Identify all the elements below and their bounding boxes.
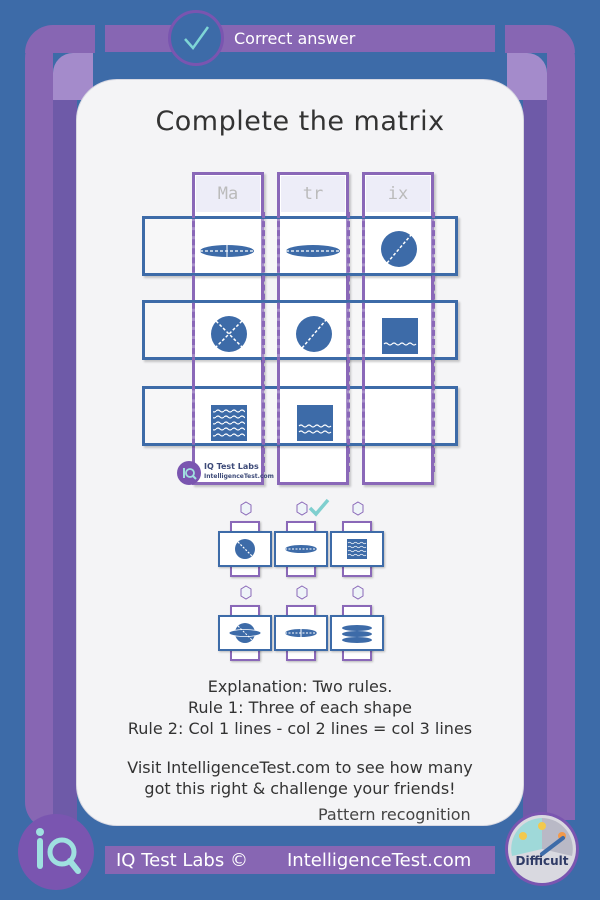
correct-check-icon [308,498,330,517]
option-a-shape [235,539,255,559]
frame-bar-left [25,30,53,830]
visit-line-2: got this right & challenge your friends! [144,779,456,798]
cell-r3c1-square-waves [211,405,247,441]
option-a-label: A [243,505,249,513]
difficulty-label: Difficult [515,854,569,868]
frame-bar-left-inner [53,100,77,820]
column-header-2: tr [302,184,324,204]
frame-corner-tl [25,25,95,53]
checkmark-icon [184,26,210,51]
option-b-shape [285,545,317,553]
visit-line-1: Visit IntelligenceTest.com to see how ma… [127,758,473,777]
iq-logo [18,814,94,890]
column-divider [262,212,265,472]
column-divider [432,212,435,472]
option-c-shape [347,539,367,559]
frame-corner-tr [505,25,575,53]
page-title: Complete the matrix [155,106,445,137]
frame-corner-tl-inner [53,53,93,100]
cell-r2c2-circle-diagonal [296,316,332,352]
cell-r2c1-circle-cross [211,316,247,352]
footer-brand: IQ Test Labs © [116,850,248,871]
column-header-3: ix [387,184,409,204]
option-f[interactable] [330,605,384,661]
option-e[interactable] [274,605,328,661]
option-b[interactable] [274,521,328,577]
explanation-line-2: Rule 1: Three of each shape [188,698,412,717]
option-c[interactable] [330,521,384,577]
iq-magnifier-icon [36,828,81,874]
cell-r1c1-ellipse-line [200,244,254,258]
footer-bar [105,846,495,874]
option-d-label: D [243,589,249,597]
column-header-2-bg [281,176,345,212]
column-header-1-bg [196,176,260,212]
option-b-label: B [299,505,305,513]
column-divider [192,212,195,472]
difficulty-gauge: Difficult [505,812,579,886]
watermark-logo [177,461,201,485]
category-label: Pattern recognition [318,805,471,824]
column-divider [362,212,365,472]
option-a[interactable] [218,521,272,577]
correct-badge [168,10,224,66]
option-e-label: E [299,589,305,597]
explanation-line-1: Explanation: Two rules. [207,677,393,696]
cell-r1c2-ellipse-line [286,245,340,257]
column-header-3-bg [366,176,430,212]
gauge-icon [508,815,576,883]
frame-bar-right-inner [523,100,547,820]
iq-logo-icon [183,468,197,480]
column-divider [347,212,350,472]
footer-site-link[interactable]: IntelligenceTest.com [287,850,472,871]
watermark-brand: IQ Test Labs [204,462,259,471]
option-d[interactable] [218,605,272,661]
option-c-label: C [355,505,361,513]
cell-r2c3-square-wave [382,318,418,354]
header-label: Correct answer [234,29,356,48]
cell-r3c2-square-waves [297,405,333,441]
option-f-label: F [355,589,361,597]
option-f-shape [342,625,372,643]
explanation-line-3: Rule 2: Col 1 lines - col 2 lines = col … [127,719,473,738]
column-header-1: Ma [217,184,239,204]
cell-r1c3-circle-diagonal [381,231,417,267]
column-divider [277,212,280,472]
frame-corner-tr-inner [507,53,547,100]
option-e-shape [285,628,317,638]
frame-bar-right [547,30,575,820]
option-d-shape [228,623,262,643]
watermark-site: IntelligenceTest.com [204,473,274,480]
